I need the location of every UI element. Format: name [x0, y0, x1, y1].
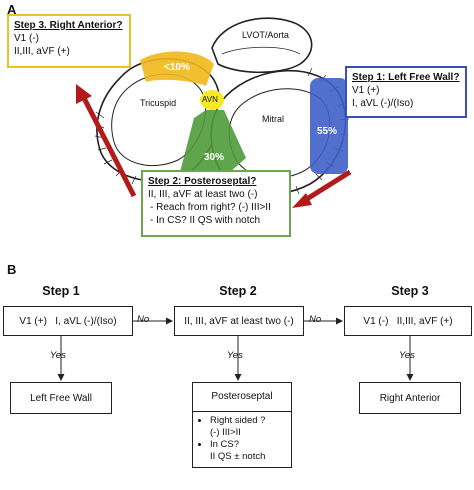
step2-callout-line1: II, III, aVF at least two (-) — [148, 189, 258, 200]
step3-callout-title: Step 3. Right Anterior? — [14, 20, 123, 31]
no-label-2: No — [309, 314, 322, 325]
step2-result-details: Right sided ? (-) III>II In CS? II QS ± … — [193, 412, 291, 467]
posteroseptal-percent: 30% — [204, 152, 225, 163]
mitral-label: Mitral — [262, 114, 284, 124]
lvot-aorta-label: LVOT/Aorta — [242, 30, 289, 40]
step3-callout-line2: II,III, aVF (+) — [14, 46, 70, 57]
lvot-aorta-outline — [211, 17, 313, 74]
step2-title: Step 2 — [219, 284, 257, 298]
right-anterior-zone — [140, 51, 214, 86]
left-free-wall-zone — [310, 78, 348, 174]
step2-bullet1-text: Right sided ? — [210, 415, 266, 426]
yes-label-1: Yes — [50, 350, 66, 361]
arrow-step1-to-step2 — [300, 169, 352, 205]
step1-callout: Step 1: Left Free Wall? V1 (+) I, aVL (-… — [345, 66, 467, 118]
left-free-wall-percent: 55% — [317, 126, 338, 137]
step1-result-box: Left Free Wall — [10, 382, 112, 414]
step2-bullet1-sub: (-) III>II — [210, 427, 241, 438]
step1-title: Step 1 — [42, 284, 80, 298]
step2-bullet2-text: In CS? — [210, 439, 240, 450]
no-label-1: No — [137, 314, 150, 325]
right-anterior-percent: <10% — [164, 62, 190, 73]
step2-callout-line3: - In CS? II QS with notch — [150, 215, 261, 226]
tricuspid-label: Tricuspid — [140, 98, 177, 108]
flowchart-connectors — [57, 317, 414, 381]
step1-callout-title: Step 1: Left Free Wall? — [352, 72, 460, 83]
avn-zone — [200, 90, 224, 110]
yes-label-2: Yes — [227, 350, 243, 361]
step3-callout: Step 3. Right Anterior? V1 (-) II,III, a… — [7, 14, 131, 68]
step3-criteria-box: V1 (-) II,III, aVF (+) — [344, 306, 472, 336]
step3-callout-line1: V1 (-) — [14, 33, 39, 44]
panel-b-label: B — [7, 262, 17, 277]
arrow-step2-to-step3 — [81, 96, 137, 198]
panel-a-label: A — [7, 2, 17, 17]
step2-callout-line2: - Reach from right? (-) III>II — [150, 202, 271, 213]
step2-bullet-right-sided: Right sided ? (-) III>II — [210, 415, 287, 439]
step2-result-title: Posteroseptal — [193, 383, 291, 412]
posteroseptal-zone — [180, 110, 246, 172]
step1-callout-line2: I, aVL (-)/(Iso) — [352, 98, 414, 109]
step3-result-box: Right Anterior — [359, 382, 461, 414]
step1-callout-line1: V1 (+) — [352, 85, 380, 96]
step2-criteria-box: II, III, aVF at least two (-) — [174, 306, 304, 336]
yes-label-3: Yes — [399, 350, 415, 361]
step2-callout-title: Step 2: Posteroseptal? — [148, 176, 257, 187]
step1-criteria-box: V1 (+) I, aVL (-)/(Iso) — [3, 306, 133, 336]
step3-title: Step 3 — [391, 284, 429, 298]
step2-bullet2-sub: II QS ± notch — [210, 451, 266, 462]
heart-valve-illustration — [76, 17, 352, 208]
avn-label: AVN — [202, 95, 218, 104]
step2-bullet-in-cs: In CS? II QS ± notch — [210, 439, 287, 463]
step2-callout: Step 2: Posteroseptal? II, III, aVF at l… — [141, 170, 291, 237]
step2-result-box: Posteroseptal Right sided ? (-) III>II I… — [192, 382, 292, 468]
